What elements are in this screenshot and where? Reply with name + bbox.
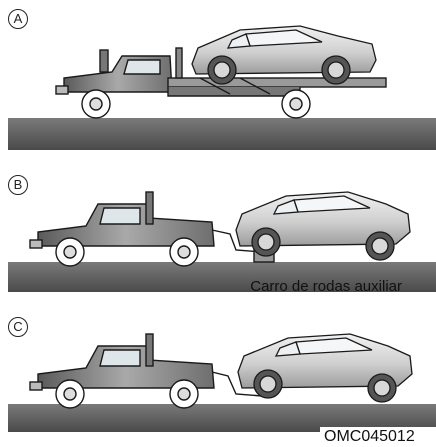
road-ground — [8, 118, 436, 150]
car-icon — [235, 191, 411, 261]
flatbed-scene — [8, 25, 436, 150]
panel-a-flatbed: A — [0, 0, 436, 150]
tow-truck-icon — [29, 191, 275, 267]
panel-marker-a: A — [8, 9, 28, 29]
car-icon — [191, 25, 377, 85]
wheel-dolly-scene — [8, 191, 436, 292]
panel-c-wheel-lift: C OMC045012 — [0, 310, 436, 447]
panel-marker-c: C — [8, 317, 28, 337]
panel-marker-b: B — [8, 175, 28, 195]
tow-truck-icon — [55, 47, 387, 119]
panel-b-wheel-dolly: B Carro de rodas auxiliar — [0, 170, 436, 310]
figure-code: OMC045012 — [320, 427, 436, 447]
wheel-dolly-caption: Carro de rodas auxiliar — [250, 278, 402, 295]
road-ground — [8, 262, 436, 292]
car-icon — [237, 333, 413, 403]
tow-truck-icon — [29, 333, 263, 409]
